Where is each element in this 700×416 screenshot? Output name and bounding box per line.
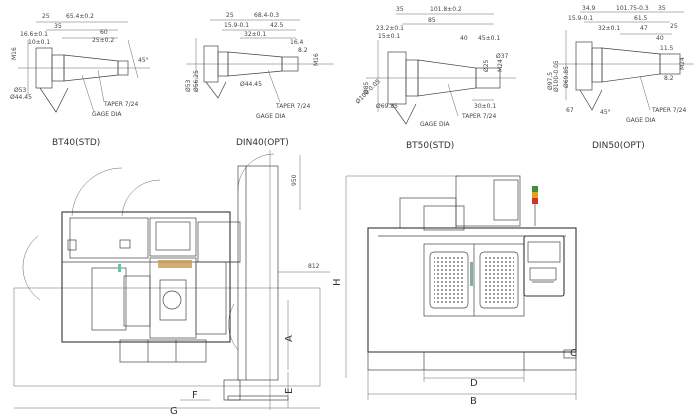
dim-bt40-i: Ø53: [14, 87, 27, 94]
dim-bt50-b: 101.8±0.2: [430, 6, 462, 13]
dim-bt40-f: 25±0.2: [92, 37, 114, 44]
dim-bt40-d: 10±0.1: [28, 39, 50, 46]
dim-label-a: A: [284, 335, 295, 342]
dim-bt40-e: 35: [54, 23, 62, 30]
dim-bt50-i: Ø69.85: [376, 103, 398, 110]
dim-bt50-f: 40: [460, 35, 468, 42]
gage-label-din40: GAGE DIA: [256, 113, 286, 120]
tool-drawing-din50: 34.9 101.75-0.3 35 15.9-0.1 61.5 47 32±0…: [547, 5, 694, 151]
dim-din40-e: 32±0.1: [244, 31, 266, 38]
dim-din40-c: 15.9-0.1: [224, 22, 249, 29]
taper-label-bt50: TAPER 7/24: [461, 113, 496, 120]
caption-bt40: BT40(STD): [52, 138, 100, 148]
dim-bt50-k: M24: [497, 59, 504, 72]
gage-label-bt50: GAGE DIA: [420, 121, 450, 128]
signal-light-red: [532, 198, 538, 204]
door-window-left: [429, 251, 469, 309]
signal-light-amber: [532, 192, 538, 198]
taper-label-bt40: TAPER 7/24: [103, 101, 138, 108]
dim-bt50-e: 85: [428, 17, 436, 24]
dim-din50-o: 8.2: [664, 75, 674, 82]
dim-din50-i: 25: [670, 23, 678, 30]
dim-812: 812: [308, 263, 320, 270]
dim-bt50-l: Ø25: [483, 59, 490, 72]
dim-bt50-n: 30±0.1: [474, 103, 496, 110]
dim-din50-d: 15.9-0.1: [568, 15, 593, 22]
dim-din50-n: 11.5: [660, 45, 674, 52]
dim-label-f: F: [192, 390, 198, 401]
dim-din50-l: Ø97.5: [547, 72, 554, 90]
dim-bt50-m: Ø37: [496, 53, 509, 60]
dim-din50-h: 40: [656, 35, 664, 42]
dim-din50-m: M24: [679, 57, 686, 70]
caption-bt50: BT50(STD): [406, 141, 454, 151]
dim-bt40-j: Ø44.45: [10, 94, 32, 101]
dim-din40-k: M16: [313, 53, 320, 66]
dim-din50-g: 32±0.1: [598, 25, 620, 32]
tool-drawing-bt40: 25 65.4±0.2 16.6±0.1 10±0.1 35 25±0.2 60…: [10, 13, 150, 148]
dim-bt40-a: 25: [42, 13, 50, 20]
dim-950: 950: [291, 174, 298, 186]
dim-din40-j: Ø44.45: [240, 81, 262, 88]
dim-din50-c: 35: [658, 5, 666, 12]
dim-bt50-c: 23.2±0.1: [376, 25, 404, 32]
dim-din40-i: Ø56.25: [193, 70, 200, 92]
dim-din50-f: 47: [640, 25, 648, 32]
dim-din40-f: 16.4: [290, 39, 304, 46]
plan-view: 950 812 A E F G: [13, 150, 330, 416]
front-view: H: [332, 175, 577, 407]
dim-bt50-g: 45±0.1: [478, 35, 500, 42]
signal-light-green: [532, 186, 538, 192]
dim-din40-b: 68.4-0.3: [254, 12, 279, 19]
dim-din50-a: 34.9: [582, 5, 596, 12]
dim-bt40-k: 45°: [138, 57, 149, 64]
taper-label-din40: TAPER 7/24: [275, 103, 310, 110]
dim-label-h: H: [332, 278, 343, 286]
dim-bt50-h: Ø85: [363, 81, 370, 94]
caption-din50: DIN50(OPT): [592, 141, 645, 151]
dim-din50-q: 45°: [600, 109, 611, 116]
dim-bt40-g: 60: [100, 29, 108, 36]
dim-din50-p: 67: [566, 107, 574, 114]
dim-bt50-d: 15±0.1: [378, 33, 400, 40]
caption-din40: DIN40(OPT): [236, 138, 289, 148]
tool-drawing-din40: 25 68.4-0.3 15.9-0.1 42.5 32±0.1 16.4 8.…: [185, 12, 334, 148]
dim-din50-k: Ø69.85: [563, 66, 570, 88]
dim-din40-d: 42.5: [270, 22, 284, 29]
taper-label-din50: TAPER 7/24: [651, 107, 686, 114]
dim-label-g: G: [170, 406, 178, 416]
gage-label-din50: GAGE DIA: [626, 117, 656, 124]
dim-label-d: D: [470, 378, 478, 389]
dim-din50-b: 101.75-0.3: [616, 5, 649, 12]
dim-bt40-c: 16.6±0.1: [20, 31, 48, 38]
dim-label-b: B: [470, 396, 477, 407]
dim-din50-j: Ø100-0.05: [553, 60, 560, 92]
dim-bt40-h: M16: [11, 47, 18, 60]
dim-label-c: C: [570, 348, 577, 359]
dim-din40-h: Ø53: [185, 79, 192, 92]
dim-din40-g: 8.2: [298, 47, 308, 54]
gage-label-bt40: GAGE DIA: [92, 111, 122, 118]
door-window-right: [479, 251, 519, 309]
dim-bt50-a: 35: [396, 6, 404, 13]
dim-bt40-b: 65.4±0.2: [66, 13, 94, 20]
dim-din40-a: 25: [226, 12, 234, 19]
dim-label-e: E: [284, 388, 295, 394]
dim-din50-e: 61.5: [634, 15, 648, 22]
tool-drawing-bt50: 35 101.8±0.2 23.2±0.1 15±0.1 85 40 45±0.…: [354, 6, 516, 151]
